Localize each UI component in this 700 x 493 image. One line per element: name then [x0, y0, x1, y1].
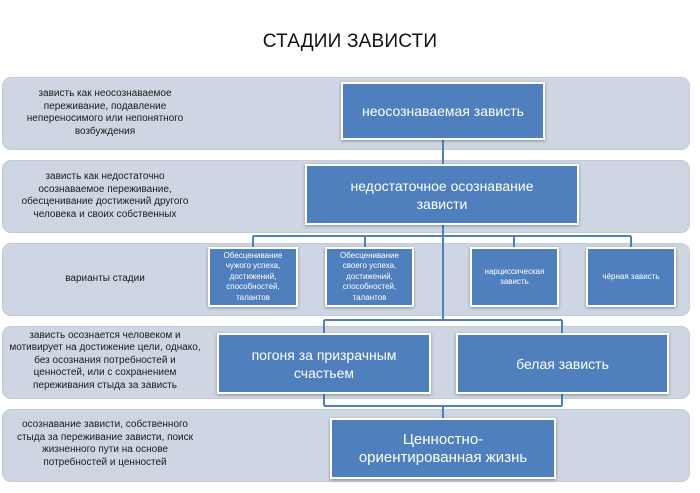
node-devalue-self: Обесценивание своего успеха, достижений,… [325, 247, 414, 307]
node-chasing-happiness: погоня за призрачным счастьем [217, 333, 431, 394]
row-label-5: осознавание зависти, собственного стыда … [16, 419, 194, 468]
row-label-4: зависть осознается человеком и мотивируе… [9, 329, 201, 391]
row-label-3: варианты стадии [65, 272, 145, 284]
node-black-envy: чёрная зависть [586, 247, 676, 307]
row-label-1: зависть как неосознаваемое переживание, … [26, 88, 184, 137]
node-insufficient-awareness: недостаточное осознавание зависти [305, 164, 579, 225]
node-value-oriented-life: Ценностно-ориентированная жизнь [330, 418, 556, 479]
node-devalue-others: Обесценивание чужого успеха, достижений,… [208, 247, 298, 307]
node-white-envy: белая зависть [456, 333, 669, 394]
row-label-2: зависть как недостаточно осознаваемое пе… [21, 171, 189, 220]
node-narcissistic-envy: нарциссическая зависть [470, 247, 559, 307]
node-unconscious-envy: неосознаваемая зависть [341, 82, 545, 140]
diagram-title: СТАДИИ ЗАВИСТИ [262, 31, 438, 52]
